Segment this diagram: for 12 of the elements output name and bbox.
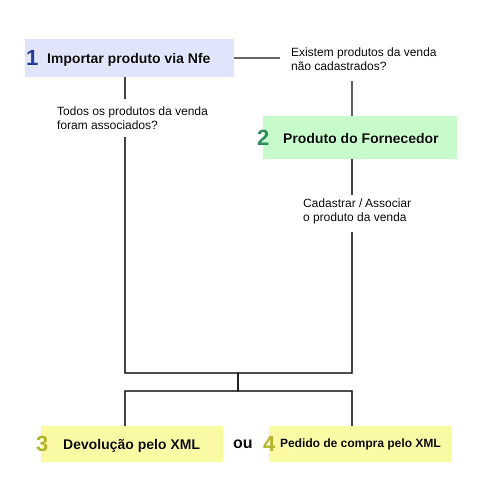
step-number: 1 [26,47,38,69]
step-title: Devolução pelo XML [63,436,200,452]
separator-text: ou [233,435,253,453]
edge-label: Todos os produtos da venda foram associados? [57,104,209,132]
edge-label: Cadastrar / Associar o produto da venda [303,196,412,224]
step-title: Importar produto via Nfe [47,50,210,66]
connector-line [237,159,353,426]
step-title: Produto do Fornecedor [283,129,439,146]
step-number: 2 [257,126,270,148]
edge-label: Existem produtos da venda não cadastrados? [291,45,438,73]
connector-line [233,57,353,117]
step-title: Pedido de compra pelo XML [280,437,441,451]
